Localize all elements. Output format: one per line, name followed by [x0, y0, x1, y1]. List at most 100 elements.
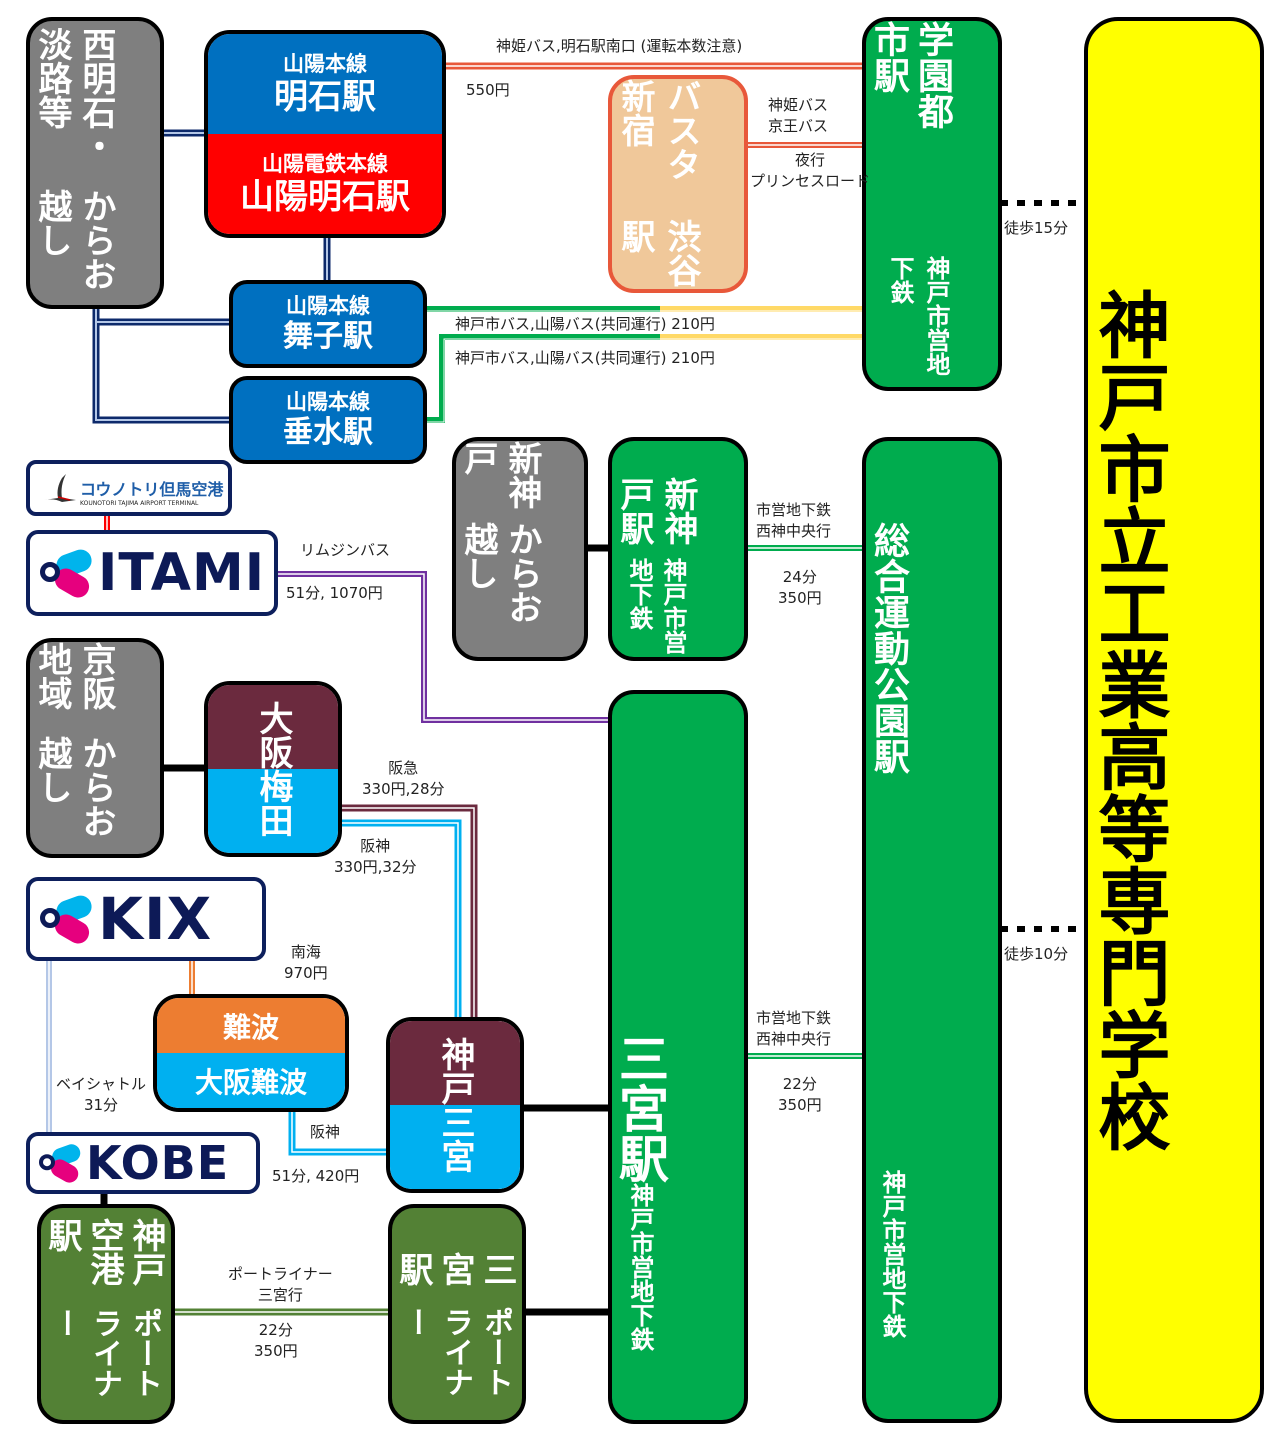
- route-tarumi-bus-label: 神戸市バス,山陽バス(共同運行) 210円: [455, 349, 715, 367]
- tarumi-line-label: 山陽本線: [286, 390, 370, 414]
- sanyo-akashi-station-name: 山陽明石駅: [240, 177, 410, 217]
- origin-nishi-akashi: 西明石・淡路等 からお越し: [26, 17, 164, 309]
- shin-kobe-station-name: 新神戸駅: [614, 477, 698, 545]
- route-limousine-detail: 51分, 1070円: [286, 584, 383, 602]
- tajima-airport-sub: KOUNOTORI TAJIMA AIRPORT TERMINAL: [80, 499, 199, 507]
- maiko-line-label: 山陽本線: [286, 294, 370, 318]
- route-portliner-top: ポートライナー 三宮行: [228, 1264, 333, 1306]
- itami-label: ITAMI: [98, 543, 266, 603]
- station-akashi-combined[interactable]: 山陽本線 明石駅 山陽電鉄本線 山陽明石駅: [204, 30, 446, 238]
- station-gakuen-toshi[interactable]: 学園都市駅 神戸市営地下鉄: [862, 17, 1002, 391]
- route-sogo-walk-label: 徒歩10分: [1004, 945, 1069, 963]
- sannomiya-line-label: 神戸市営地下鉄: [626, 1183, 654, 1351]
- station-osaka-umeda[interactable]: 大阪 梅田: [204, 681, 342, 857]
- origin-shin-kobe-line2: からお越し: [458, 522, 542, 624]
- osaka-label: 大阪: [253, 701, 293, 769]
- school-name: 神戸市立工業高等専門学校: [1086, 288, 1170, 1152]
- station-kobe-sannomiya[interactable]: 神戸 三宮: [386, 1017, 524, 1193]
- sanyo-akashi-line-label: 山陽電鉄本線: [262, 152, 388, 176]
- umeda-label: 梅田: [253, 769, 293, 837]
- route-busta-bus-type: 夜行: [795, 151, 826, 169]
- route-sannomiya-subway-bottom: 22分 350円: [778, 1074, 822, 1116]
- route-portliner-line: ポートライナー: [228, 1265, 333, 1283]
- sogo-undo-koen-line-label: 神戸市営地下鉄: [878, 1170, 906, 1338]
- kix-label: KIX: [98, 885, 213, 953]
- origin-nishi-akashi-line2: からお越し: [32, 189, 116, 292]
- route-busta-bus-operator2: 京王バス: [768, 117, 829, 135]
- shibuya-label: 渋谷駅: [615, 219, 701, 288]
- sannomiya-station-name: 三宮駅: [611, 1033, 669, 1183]
- route-hanshin-umeda-name: 阪神: [360, 837, 391, 855]
- route-shinkobe-subway-line: 市営地下鉄: [756, 501, 832, 519]
- route-nankai-label: 南海 970円: [284, 942, 328, 984]
- route-busta-bus-operator1: 神姫バス: [768, 96, 829, 114]
- gakuen-toshi-line-label: 神戸市営地下鉄: [886, 255, 950, 376]
- route-shinkobe-subway-fare: 350円: [778, 589, 822, 607]
- origin-keihan-line2: からお越し: [32, 736, 116, 839]
- route-portliner-direction: 三宮行: [257, 1286, 303, 1304]
- airport-tajima[interactable]: コウノトリ但馬空港 KOUNOTORI TAJIMA AIRPORT TERMI…: [26, 460, 232, 516]
- station-port-sannomiya[interactable]: 三宮駅 ポートライナー: [388, 1204, 526, 1424]
- route-sannomiya-subway-direction: 西神中央行: [756, 1030, 832, 1048]
- tajima-airport-name: コウノトリ但馬空港: [80, 479, 224, 499]
- route-hanshin-namba-detail: 51分, 420円: [272, 1167, 360, 1185]
- kobe-label: 神戸: [435, 1037, 475, 1105]
- route-shinkobe-subway-direction: 西神中央行: [756, 522, 832, 540]
- station-tarumi[interactable]: 山陽本線 垂水駅: [229, 376, 427, 464]
- akashi-line-label: 山陽本線: [283, 52, 367, 76]
- airport-kobe[interactable]: KOBE: [26, 1132, 260, 1194]
- airport-logo-icon: [40, 546, 95, 602]
- route-busta-bus-name: プリンセスロード: [750, 172, 871, 190]
- shin-kobe-line-label: 神戸市営地下鉄: [625, 557, 687, 654]
- route-maiko-bus-label: 神戸市バス,山陽バス(共同運行) 210円: [455, 315, 715, 333]
- route-shinkobe-subway-top: 市営地下鉄 西神中央行: [756, 500, 831, 542]
- route-gakuen-walk-label: 徒歩15分: [1004, 219, 1069, 237]
- route-bay-shuttle-time: 31分: [83, 1096, 119, 1114]
- kobe-airport-label: KOBE: [86, 1136, 230, 1190]
- tarumi-station-name: 垂水駅: [283, 415, 373, 450]
- busta-shinjuku-label: バスタ新宿: [615, 79, 701, 181]
- route-sannomiya-subway-time: 22分: [782, 1075, 817, 1093]
- airport-logo-icon: [40, 892, 95, 948]
- route-bay-shuttle-label: ベイシャトル 31分: [56, 1074, 146, 1116]
- route-bay-shuttle-name: ベイシャトル: [56, 1075, 147, 1093]
- port-kobe-airport-line-label: ポートライナー: [47, 1308, 162, 1399]
- gakuen-toshi-station-name: 学園都市駅: [868, 21, 953, 129]
- origin-keihan-line1: 京阪地域: [32, 642, 116, 710]
- airport-logo-icon: [39, 1141, 83, 1186]
- route-sannomiya-subway-fare: 350円: [778, 1096, 822, 1114]
- route-akashi-bus-fare: 550円: [466, 81, 510, 99]
- route-limousine-name: リムジンバス: [300, 541, 391, 559]
- osaka-namba-label: 大阪難波: [194, 1065, 307, 1099]
- route-sannomiya-subway-line: 市営地下鉄: [756, 1009, 832, 1027]
- route-hanshin-namba-name: 阪神: [310, 1123, 341, 1141]
- stork-icon: [40, 470, 80, 506]
- route-hankyu-name: 阪急: [388, 759, 419, 777]
- route-busta-bus-top: 神姫バス 京王バス: [768, 95, 828, 137]
- line-tarumi-gakuen-bus: [425, 334, 660, 423]
- station-busta-shinjuku[interactable]: バスタ新宿 渋谷駅: [608, 75, 748, 293]
- route-sannomiya-subway-top: 市営地下鉄 西神中央行: [756, 1008, 831, 1050]
- port-sannomiya-station-name: 三宮駅: [393, 1252, 517, 1286]
- airport-kix[interactable]: KIX: [26, 877, 266, 961]
- station-port-kobe-airport[interactable]: 神戸空港駅 ポートライナー: [37, 1204, 175, 1424]
- station-maiko[interactable]: 山陽本線 舞子駅: [229, 280, 427, 368]
- route-akashi-bus-label: 神姫バス,明石駅南口 (運転本数注意): [496, 37, 743, 55]
- station-sannomiya-subway[interactable]: 三宮駅 神戸市営地下鉄: [608, 690, 748, 1424]
- akashi-station-name: 明石駅: [274, 77, 376, 117]
- airport-itami[interactable]: ITAMI: [26, 530, 278, 616]
- port-kobe-airport-station-name: 神戸空港駅: [42, 1218, 166, 1286]
- station-namba[interactable]: 難波 大阪難波: [153, 994, 349, 1112]
- jr-link-lines: [92, 129, 331, 424]
- route-hanshin-umeda-detail: 330円,32分: [334, 858, 417, 876]
- route-busta-bus-bottom: 夜行 プリンセスロード: [750, 150, 870, 192]
- destination-school[interactable]: 神戸市立工業高等専門学校: [1084, 17, 1264, 1423]
- origin-nishi-akashi-line1: 西明石・淡路等: [32, 27, 116, 163]
- port-sannomiya-line-label: ポートライナー: [398, 1306, 513, 1397]
- route-hankyu-label: 阪急 330円,28分: [362, 758, 445, 800]
- line-namba-sannomiya-hanshin: [288, 1110, 390, 1156]
- station-shin-kobe-subway[interactable]: 新神戸駅 神戸市営地下鉄: [608, 437, 748, 661]
- maiko-station-name: 舞子駅: [283, 319, 373, 354]
- station-sogo-undo-koen[interactable]: 総合運動公園駅 神戸市営地下鉄: [862, 437, 1002, 1423]
